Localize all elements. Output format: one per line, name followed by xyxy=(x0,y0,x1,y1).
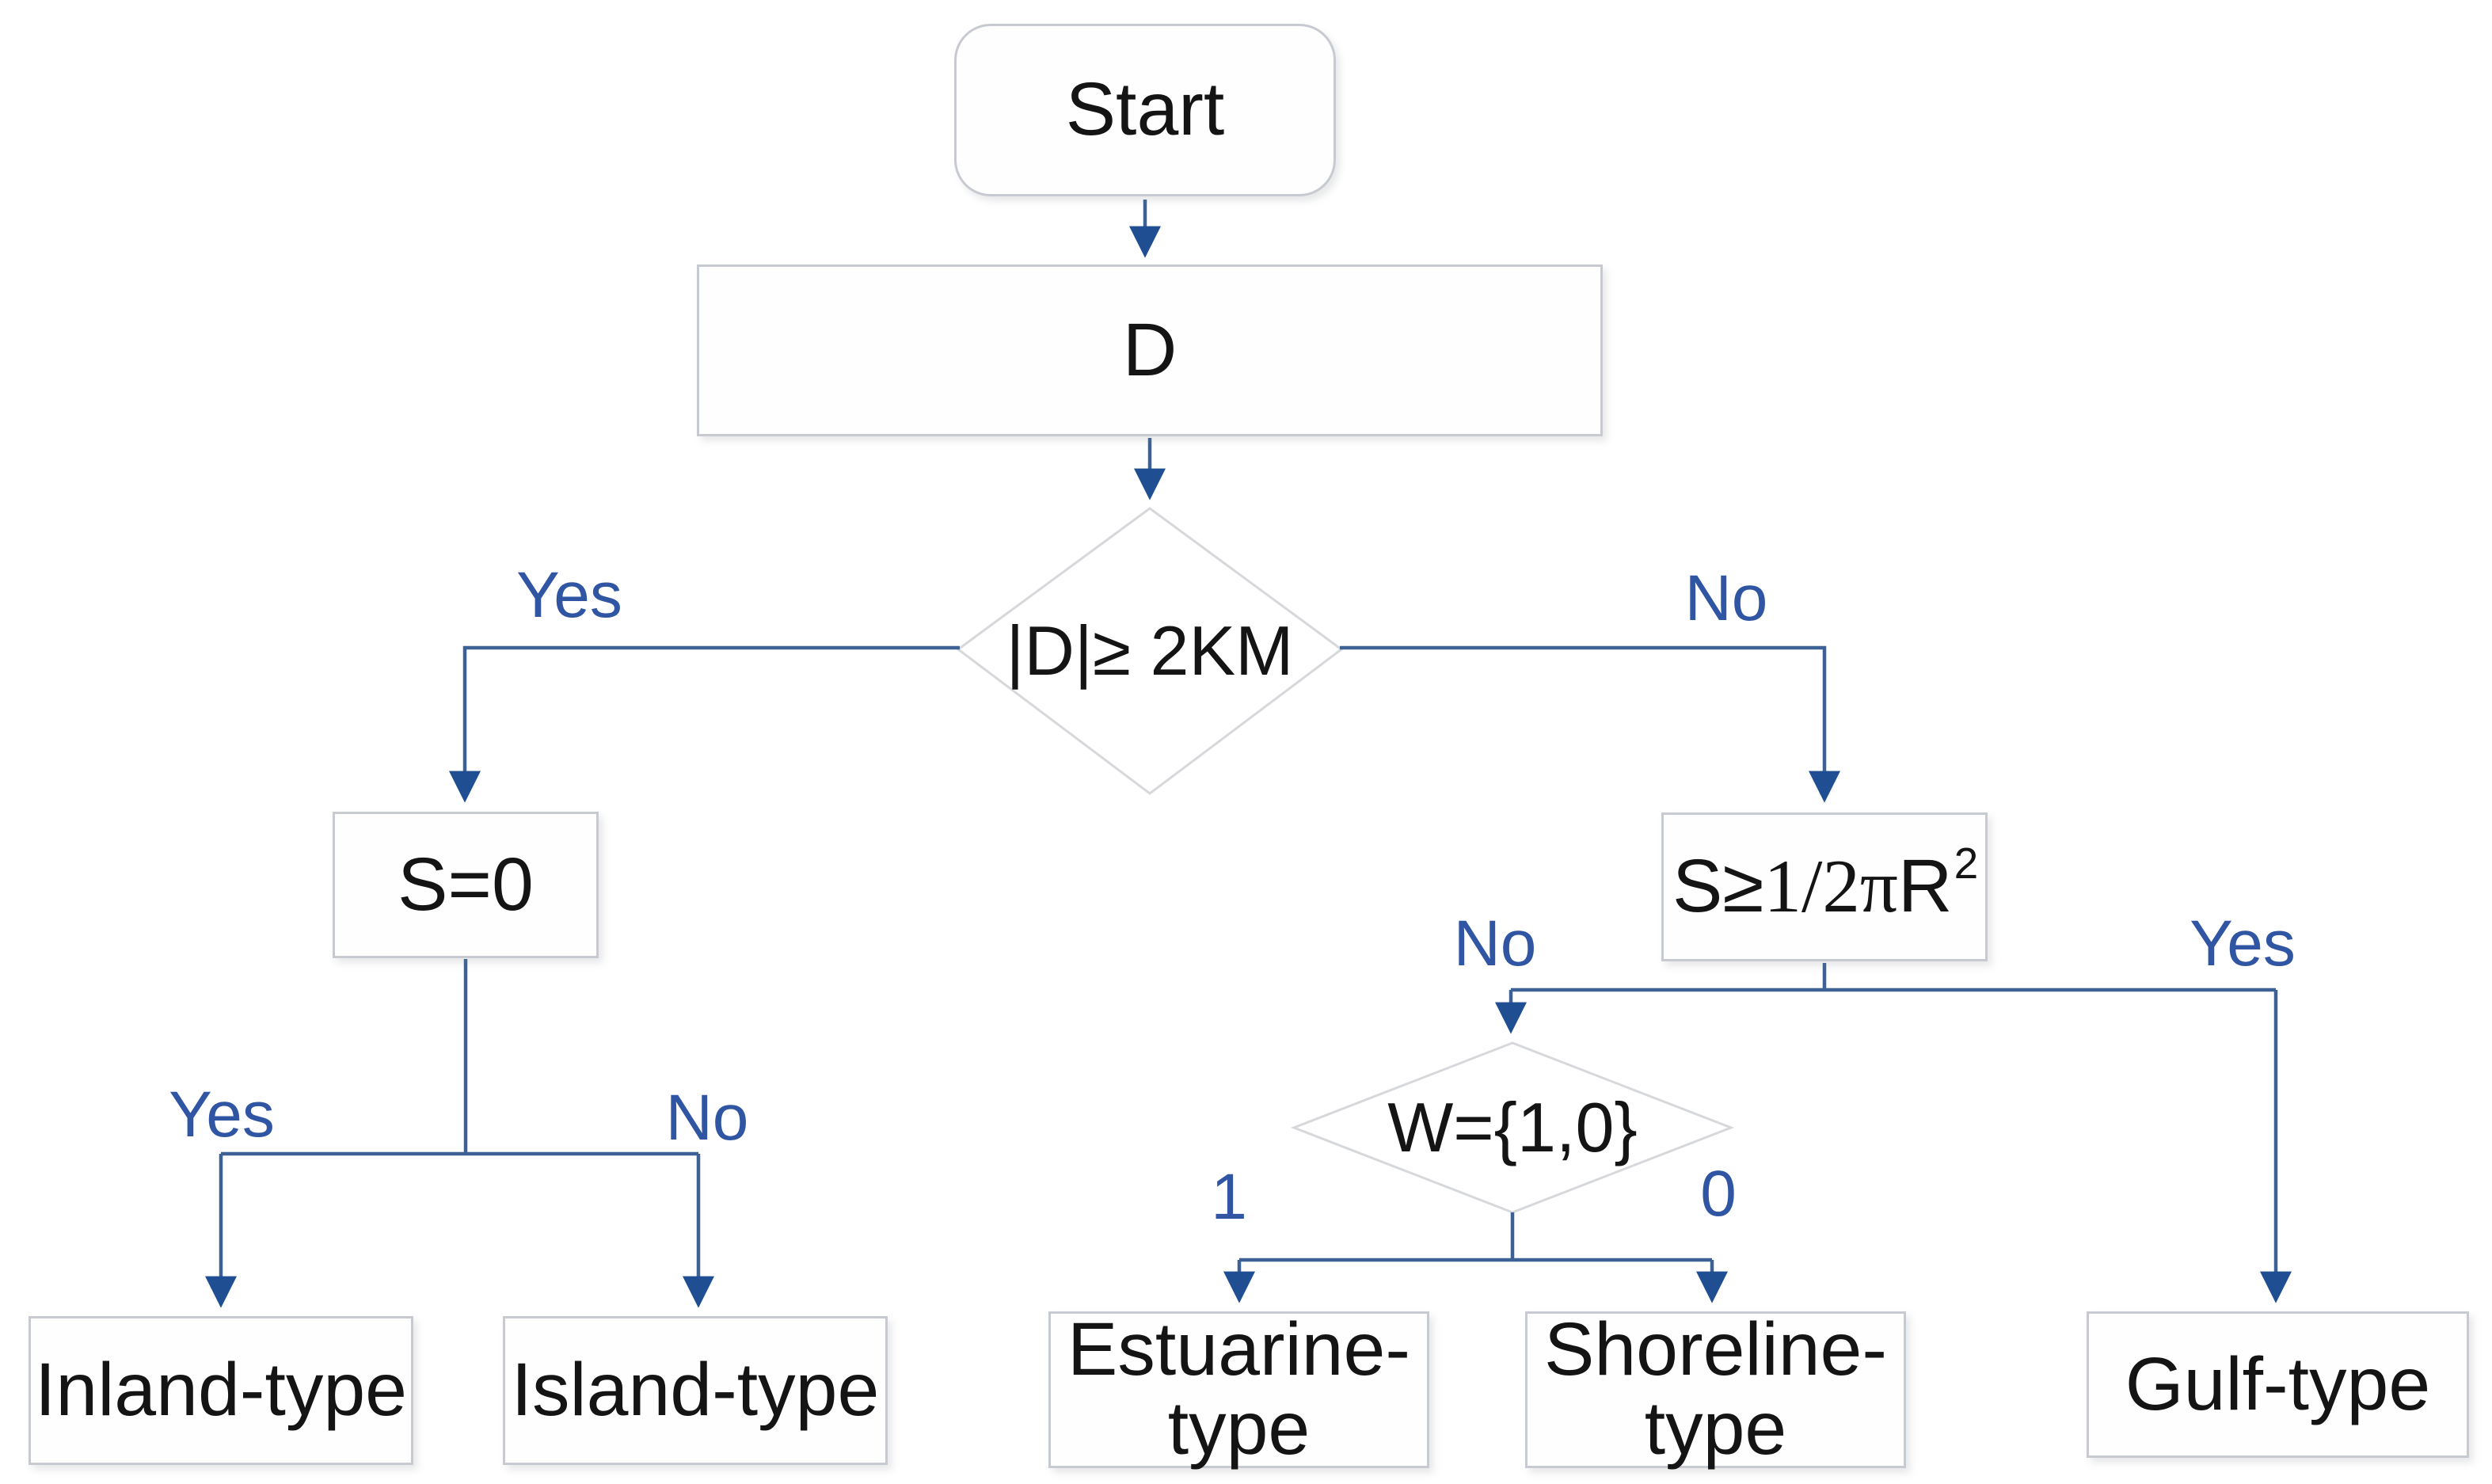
edge-s0-stem xyxy=(221,959,698,1156)
edge-label-d-yes: Yes xyxy=(516,559,622,631)
edge-label-sarea-yes: Yes xyxy=(2190,908,2296,980)
inland-label: Inland-type xyxy=(34,1348,408,1433)
estuarine-node: Estuarine- type xyxy=(1048,1307,1429,1471)
s-area-label: S≥1/2πR2 xyxy=(1672,838,1979,929)
d-process-label: D xyxy=(1122,307,1178,392)
edge-label-w-zero: 0 xyxy=(1700,1158,1737,1230)
island-label: Island-type xyxy=(511,1348,880,1433)
edge-label-w-one: 1 xyxy=(1211,1161,1247,1233)
s-zero-node: S=0 xyxy=(333,812,599,958)
decision-d-diamond xyxy=(956,507,1344,795)
edge-label-s0-no: No xyxy=(665,1082,749,1154)
s-zero-label: S=0 xyxy=(398,842,534,927)
d-process-node: D xyxy=(697,264,1603,436)
estuarine-label: Estuarine- type xyxy=(1067,1307,1410,1471)
edge-decision-no-to-sarea xyxy=(1340,645,1840,803)
start-label: Start xyxy=(1065,67,1225,152)
gulf-label: Gulf-type xyxy=(2125,1341,2431,1426)
edge-decision-yes-to-s0 xyxy=(449,645,960,803)
decision-w-diamond xyxy=(1290,1041,1735,1214)
shoreline-label: Shoreline- type xyxy=(1543,1307,1888,1471)
gulf-node: Gulf-type xyxy=(2087,1311,2469,1458)
edge-label-d-no: No xyxy=(1684,562,1768,634)
edge-w-stem xyxy=(1239,1212,1712,1262)
shoreline-node: Shoreline- type xyxy=(1525,1307,1906,1471)
s-area-node: S≥1/2πR2 xyxy=(1661,812,1988,961)
start-node: Start xyxy=(954,24,1336,196)
edge-label-s0-yes: Yes xyxy=(169,1079,275,1151)
edge-label-sarea-no: No xyxy=(1453,908,1537,980)
inland-node: Inland-type xyxy=(29,1316,413,1465)
island-node: Island-type xyxy=(503,1316,888,1465)
edge-sarea-stem xyxy=(1511,963,2276,992)
